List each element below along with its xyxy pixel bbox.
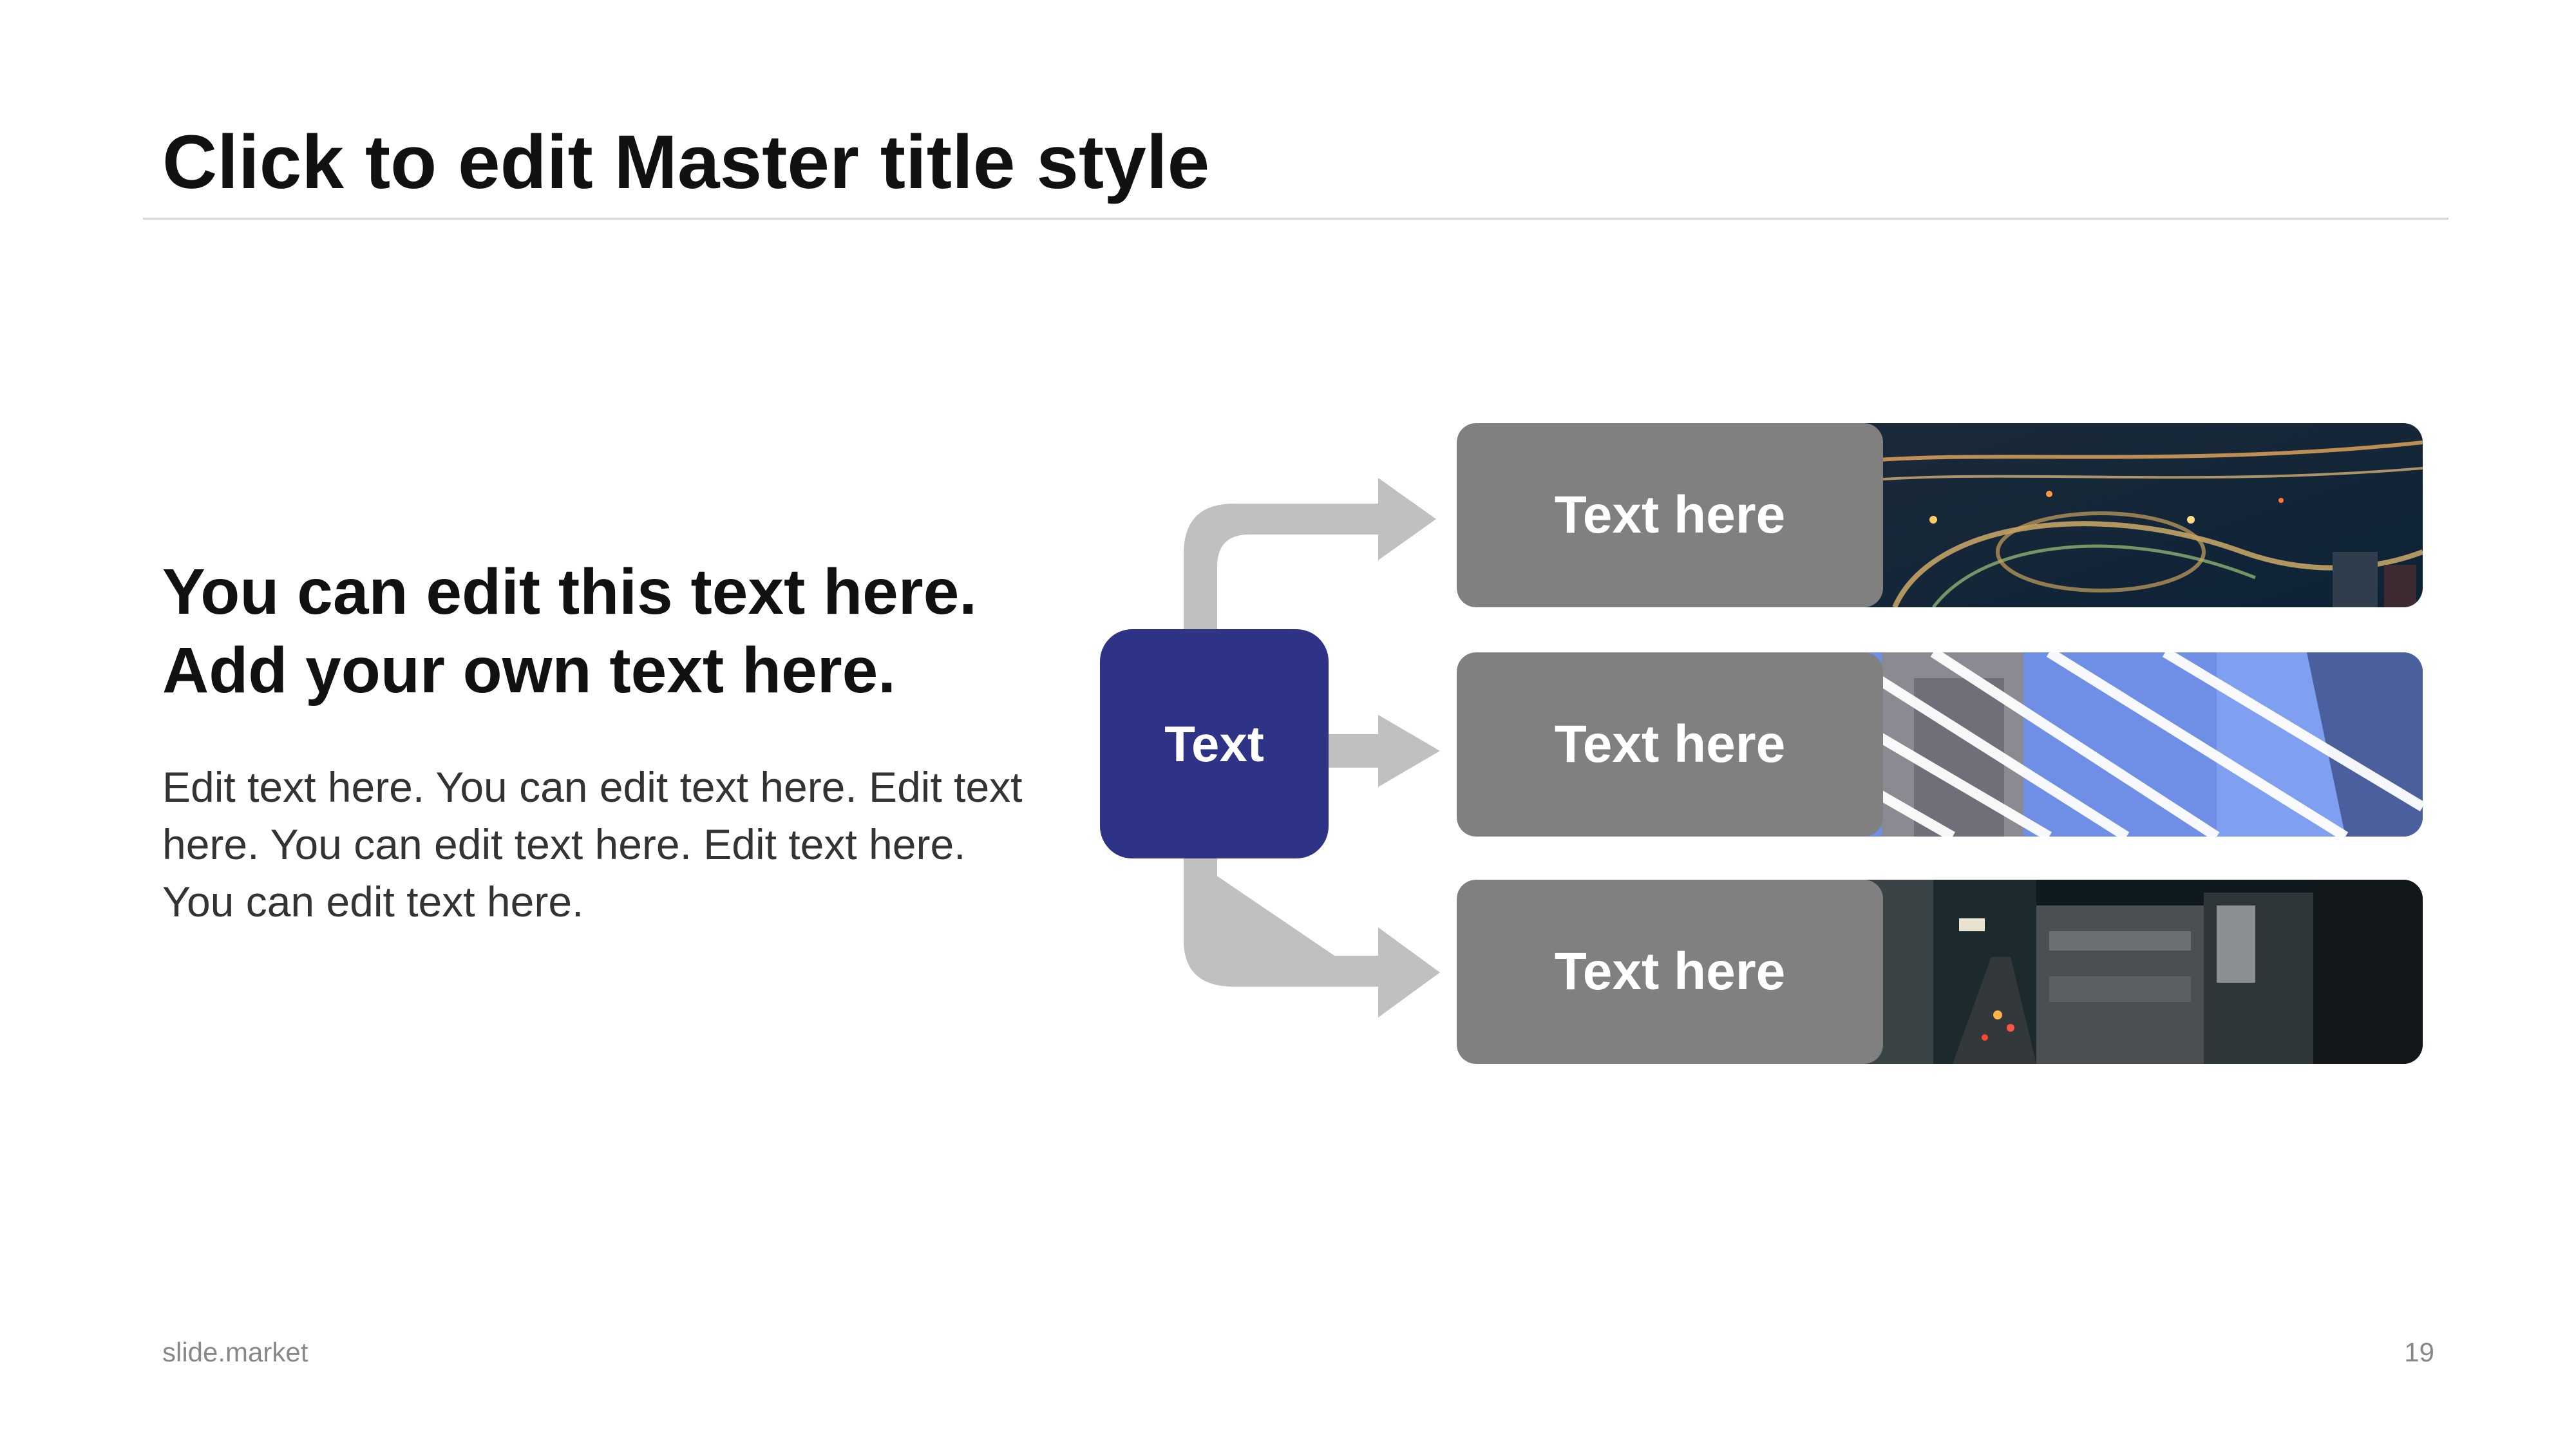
arrow-to-card-2	[1329, 715, 1440, 787]
body-paragraph: Edit text here. You can edit text here. …	[162, 763, 1023, 925]
section-heading: You can edit this text here. Add your ow…	[162, 553, 1128, 710]
slide-title: Click to edit Master title style	[162, 120, 1210, 205]
footer-brand: slide.market	[162, 1337, 308, 1367]
center-node: Text	[1100, 629, 1329, 858]
card-1-label: Text here	[1457, 423, 1883, 607]
card-1: Text here	[1457, 423, 2423, 607]
title-divider	[143, 218, 2448, 220]
city-street-at-night-photo	[1856, 880, 2423, 1064]
card-3-label: Text here	[1457, 880, 1883, 1064]
card-2: Text here	[1457, 652, 2423, 837]
heading-line-1: You can edit this text here.	[162, 556, 978, 628]
night-highway-interchange-photo	[1856, 423, 2423, 607]
tower-and-blue-sky-photo	[1856, 652, 2423, 837]
card-2-label: Text here	[1457, 652, 1883, 837]
arrow-to-card-3	[1184, 853, 1440, 1018]
heading-line-2: Add your own text here.	[162, 634, 896, 706]
arrow-to-card-1	[1184, 478, 1436, 634]
card-3: Text here	[1457, 880, 2423, 1064]
page-number: 19	[2404, 1337, 2434, 1367]
